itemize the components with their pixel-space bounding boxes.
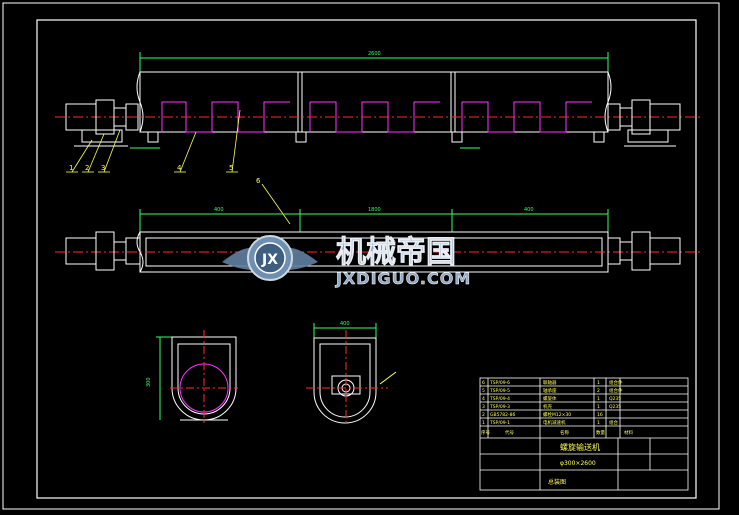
balloon-2: 2 (85, 164, 89, 172)
tb-row-1-code: TSP/09-6 (489, 380, 510, 386)
balloon-5: 5 (229, 164, 233, 172)
tb-drawing-spec: φ300×2600 (560, 460, 596, 467)
dim-mid-left: 400 (214, 207, 224, 213)
tb-row-1-no: 6 (482, 380, 485, 386)
dim-mid-center: 1800 (368, 207, 381, 213)
tb-row-3-mat: Q235 (609, 396, 621, 402)
tb-row-3-no: 4 (482, 396, 485, 402)
tb-row-6-name: 电机减速机 (543, 419, 566, 426)
dim-side-width: 400 (340, 321, 350, 327)
tb-row-2-name: 轴承座 (543, 387, 557, 394)
tb-row-5-code: GB5782-86 (490, 412, 516, 418)
dim-side-height: 300 (146, 377, 152, 387)
balloon-4: 4 (177, 164, 182, 172)
balloon-3: 3 (101, 164, 105, 172)
inner-frame (36, 19, 697, 499)
tb-row-1-name: 联轴器 (543, 379, 557, 386)
tb-row-5-name: 螺栓M12×30 (543, 411, 571, 418)
tb-drawing-title: 螺旋输送机 (560, 442, 600, 452)
tb-row-6-no: 1 (482, 420, 485, 426)
tb-row-2-mat: 组合件 (609, 387, 623, 394)
tb-row-4-name: 机壳 (543, 403, 552, 410)
tb-row-4-qty: 1 (597, 404, 600, 410)
tb-row-4-no: 3 (482, 404, 485, 410)
tb-header-code: 代号 (505, 429, 514, 436)
balloon-1: 1 (69, 164, 73, 172)
tb-row-6-qty: 1 (597, 420, 600, 426)
tb-header-name: 名称 (560, 429, 569, 436)
watermark-logo: JX 机械帝国 JXDIGUO.COM (222, 235, 471, 288)
tb-header-qty: 数量 (596, 429, 605, 436)
part-leaders (66, 109, 291, 225)
dim-mid-right: 400 (524, 207, 534, 213)
watermark-english-name: JXDIGUO.COM (335, 269, 471, 288)
tb-row-4-code: TSP/09-3 (489, 404, 510, 410)
tb-note: 总装图 (548, 478, 566, 486)
tb-row-5-no: 2 (482, 412, 485, 418)
balloon-6: 6 (256, 177, 261, 185)
tb-header-no: 序号 (481, 429, 490, 436)
tb-row-4-mat: Q235 (609, 404, 621, 410)
watermark-badge-letters: JX (261, 252, 278, 268)
plan-view (55, 209, 700, 273)
tb-header-mat: 材料 (624, 429, 633, 436)
section-view-left (156, 330, 238, 424)
tb-row-3-qty: 1 (597, 396, 600, 402)
tb-row-6-code: TSP/09-1 (489, 420, 510, 426)
title-block (479, 377, 689, 491)
tb-row-5-qty: 16 (597, 412, 603, 418)
tb-row-2-no: 5 (482, 388, 485, 394)
tb-row-1-qty: 1 (597, 380, 600, 386)
tb-row-3-name: 螺旋体 (543, 395, 557, 402)
tb-row-6-mat: 组合 (609, 419, 618, 426)
tb-row-3-code: TSP/09-4 (489, 396, 510, 402)
front-view (55, 52, 700, 149)
outer-frame (2, 2, 720, 510)
tb-row-2-code: TSP/09-5 (489, 388, 510, 394)
tb-row-2-qty: 2 (597, 388, 600, 394)
section-view-right (306, 323, 397, 424)
watermark-chinese-name: 机械帝国 (336, 235, 456, 270)
dim-top-length: 2600 (368, 51, 381, 57)
tb-row-1-mat: 组合件 (609, 379, 623, 386)
